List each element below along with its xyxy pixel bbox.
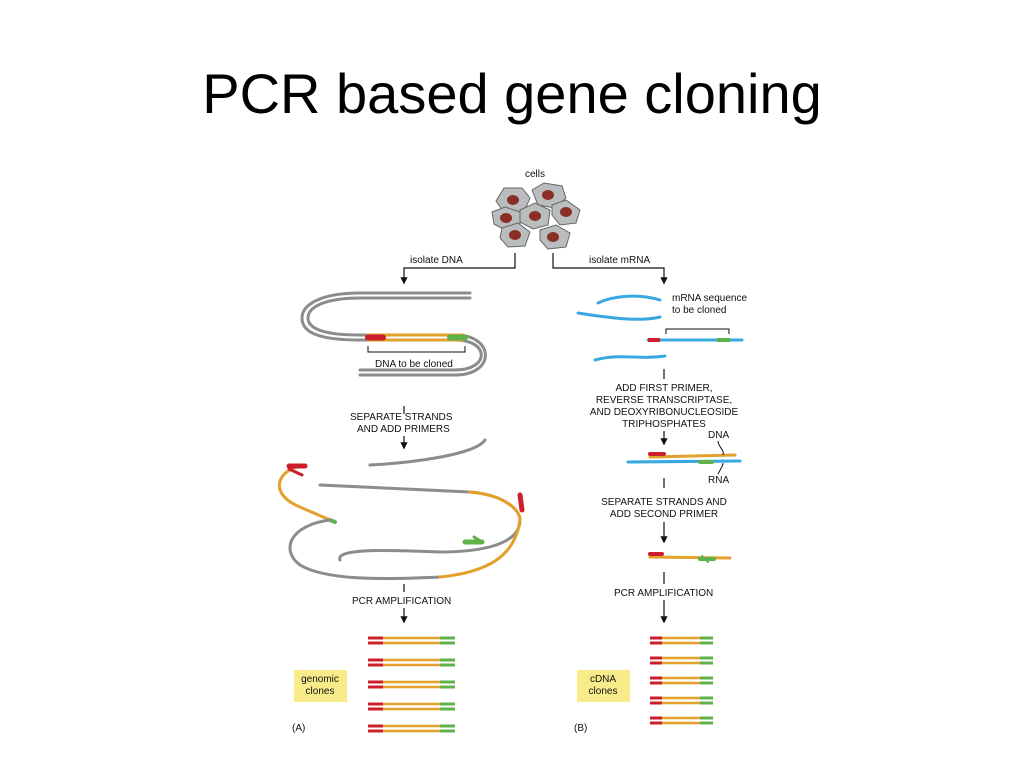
separated-strands [277, 438, 525, 581]
cell [499, 222, 531, 248]
genomic-clones-label-line2: clones [306, 686, 335, 697]
separate-strands-primers-line2: AND ADD PRIMERS [357, 424, 450, 435]
mrna-sequence-label-line1: mRNA sequence [672, 293, 747, 304]
genomic-clones-label-line1: genomic [301, 674, 339, 685]
dna-to-be-cloned-bracket [367, 346, 466, 353]
genomic-dna-loop [300, 291, 487, 377]
mrna-sequence-label-line2: to be cloned [672, 305, 727, 316]
separate-second-primer-line2: ADD SECOND PRIMER [610, 509, 718, 520]
rna-dna-hybrid [626, 452, 742, 464]
panel-b-label: (B) [574, 723, 587, 734]
dna-to-be-cloned-label: DNA to be cloned [375, 359, 453, 370]
isolate-mrna-label: isolate mRNA [589, 255, 650, 266]
cdna-clones-label-line1: cDNA [590, 674, 616, 685]
separate-second-primer-line1: SEPARATE STRANDS AND [601, 497, 727, 508]
dna-label: DNA [708, 430, 729, 441]
cdna-clone-strands [650, 636, 713, 725]
panel-a-label: (A) [292, 723, 305, 734]
separate-strands-primers-line1: SEPARATE STRANDS [350, 412, 453, 423]
single-cdna-strand [648, 552, 732, 563]
slide-title: PCR based gene cloning [202, 62, 822, 125]
mrna-strands [576, 294, 744, 362]
pcr-amplification-right-label: PCR AMPLIFICATION [614, 588, 713, 599]
isolate-dna-label: isolate DNA [410, 255, 463, 266]
rna-label: RNA [708, 475, 729, 486]
cdna-clones-label-line2: clones [589, 686, 618, 697]
cells-label: cells [525, 169, 545, 180]
add-first-primer-line3: AND DEOXYRIBONUCLEOSIDE [590, 407, 739, 418]
cells-cluster: cells [491, 169, 581, 250]
pcr-amplification-left-label: PCR AMPLIFICATION [352, 596, 451, 607]
cell [539, 224, 571, 250]
cell [551, 199, 581, 226]
cell [519, 202, 551, 230]
cdna-clones-box [577, 670, 630, 702]
add-first-primer-line2: REVERSE TRANSCRIPTASE, [596, 395, 732, 406]
add-first-primer-line4: TRIPHOSPHATES [622, 419, 706, 430]
genomic-clones-box [294, 670, 347, 702]
branch-connectors [400, 253, 668, 285]
add-first-primer-line1: ADD FIRST PRIMER, [615, 383, 712, 394]
genomic-clone-strands [368, 636, 455, 733]
